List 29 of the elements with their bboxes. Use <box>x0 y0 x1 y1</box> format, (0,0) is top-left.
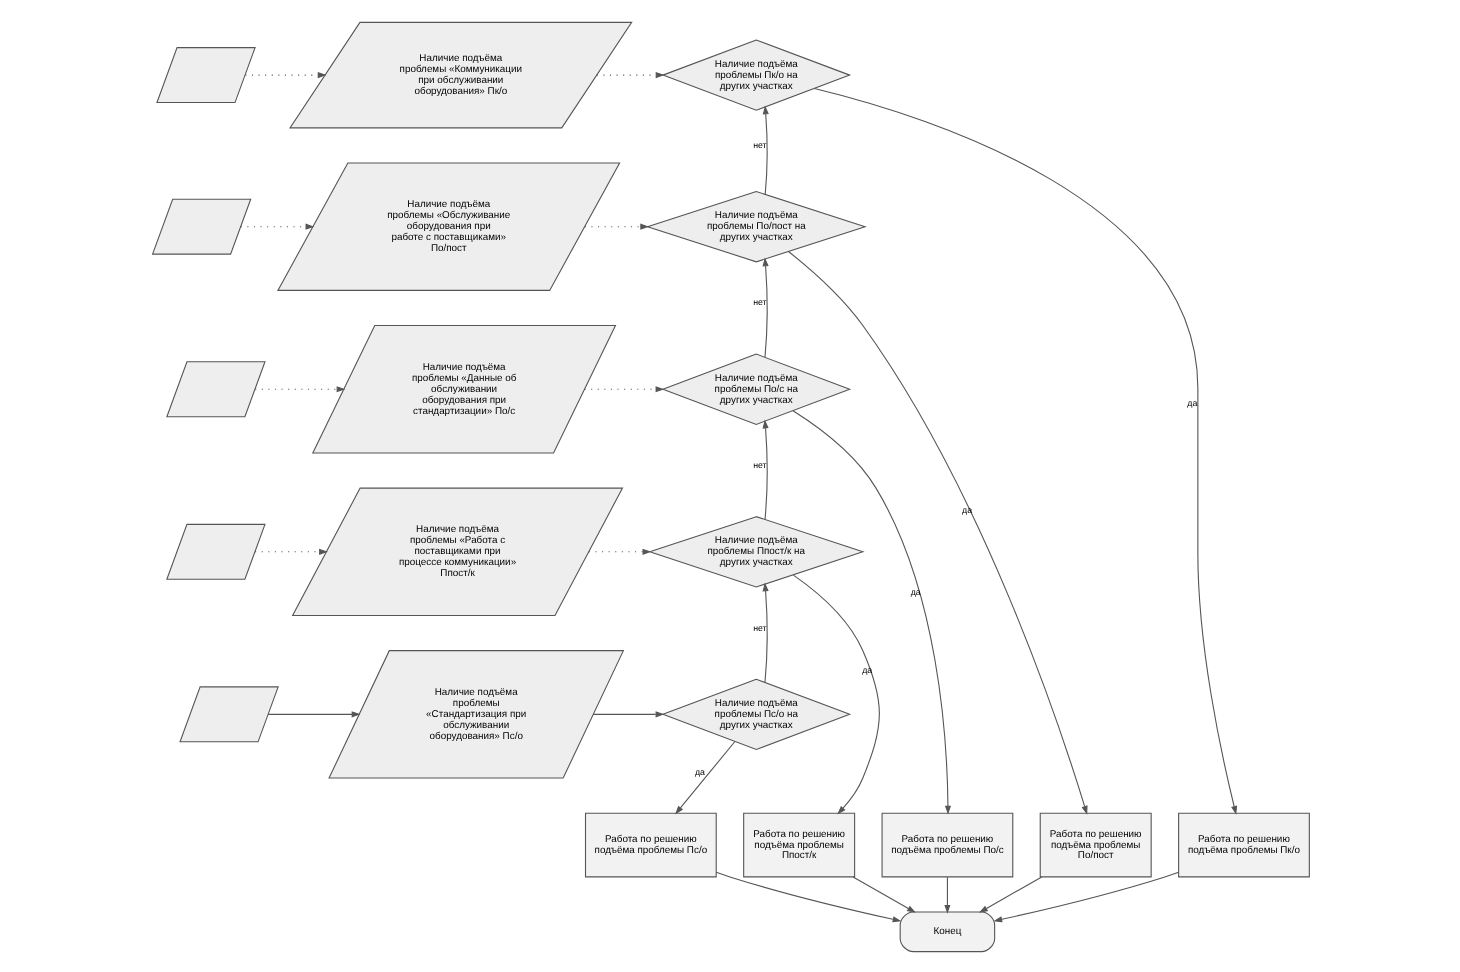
arrow <box>714 870 901 922</box>
arrow <box>943 875 950 913</box>
arrow <box>253 385 345 392</box>
arrow <box>253 547 327 554</box>
arrow <box>591 710 664 717</box>
arrow <box>761 104 768 194</box>
arrow <box>239 222 314 229</box>
arrow <box>266 710 360 717</box>
arrow <box>812 86 1237 814</box>
node-parallelogram <box>165 522 265 579</box>
arrow <box>583 222 649 229</box>
arrow <box>587 547 651 554</box>
arrow <box>761 256 768 357</box>
arrow <box>786 249 1087 814</box>
node-parallelogram <box>155 46 255 103</box>
node-parallelogram <box>165 360 265 417</box>
node-parallelogram <box>150 197 251 254</box>
arrow <box>761 581 768 682</box>
arrow <box>243 71 326 78</box>
arrow <box>583 385 664 392</box>
arrow <box>595 71 664 78</box>
arrow <box>791 573 879 814</box>
arrow <box>851 875 915 912</box>
arrow <box>977 875 1042 912</box>
arrow <box>761 418 768 519</box>
node-parallelogram <box>178 685 278 742</box>
arrow <box>992 870 1179 922</box>
arrow <box>791 409 951 814</box>
arrow <box>674 740 735 814</box>
